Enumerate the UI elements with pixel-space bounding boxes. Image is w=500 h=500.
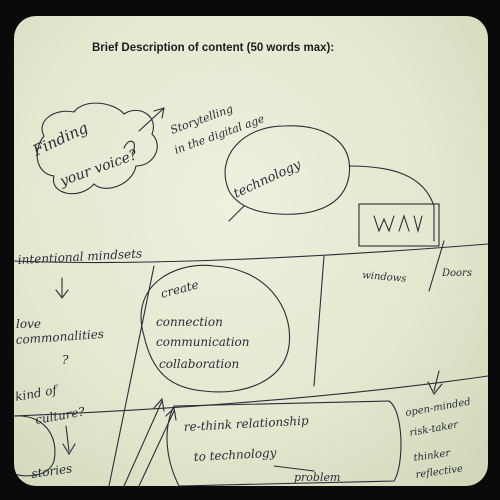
note-create: create [159,277,200,301]
down-arrow-left [55,277,69,299]
note-windows: windows [362,270,407,285]
lower-divider [14,375,488,417]
note-problem: problem [294,471,340,484]
paper-sheet: Brief Description of content (50 words m… [14,16,488,486]
note-thinker: thinker [413,448,452,464]
note-intentional: intentional mindsets [17,246,142,266]
note-connection: connection [156,315,223,329]
create-bubble [140,264,291,393]
note-question-mark: ? [62,353,69,367]
note-to-technology: to technology [193,446,277,464]
scribble-box-text [373,214,423,234]
right-vertical-line [428,240,445,292]
note-commonalities: commonalities [15,327,104,347]
voice-cloud-outline [36,102,158,195]
note-love: love [16,317,41,331]
note-finding: Finding [29,119,91,160]
handwritten-notes: Finding your voice? Storytelling in the … [14,102,488,486]
note-culture: culture? [34,404,86,427]
scribble-box [358,203,440,247]
note-open-minded: open-minded [405,397,472,419]
middle-vertical-line [313,255,325,387]
up-arrow-right [138,406,177,486]
note-rethink: re-think relationship [183,413,309,434]
bottom-left-bubble [14,415,56,477]
note-communication: communication [156,335,250,349]
technology-arrow [228,205,245,222]
up-arrow-left [123,397,165,486]
rethink-box [166,400,402,486]
note-risk-taker: risk-taker [409,419,460,439]
technology-bubble [224,125,351,215]
problem-arrow [273,465,315,472]
down-arrow-bottom [62,425,76,456]
arrow-to-storytelling [138,107,165,132]
left-vertical-line [108,265,155,486]
note-collaboration: collaboration [159,357,239,371]
note-stories: stories [30,461,73,481]
technology-to-box-line [348,165,435,242]
note-doors: Doors [441,268,472,279]
note-your-voice: your voice? [57,147,140,190]
ink-scribble [123,140,135,155]
note-technology: technology [231,157,304,201]
page-heading: Brief Description of content (50 words m… [92,42,335,54]
down-arrow-right [427,370,443,396]
note-kind-of: kind of [14,382,60,404]
note-reflective: reflective [415,463,464,481]
horizontal-divider [14,243,488,264]
